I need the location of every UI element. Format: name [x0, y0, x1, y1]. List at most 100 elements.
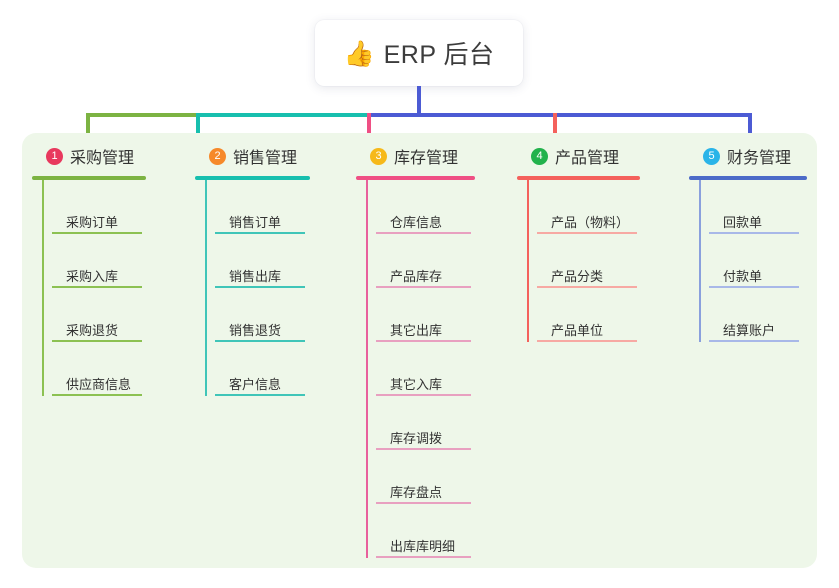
branch-header-1[interactable]: 1 采购管理 [32, 143, 146, 169]
branch-title-5: 财务管理 [727, 150, 792, 167]
branch-column-1: 1 采购管理 采购订单采购入库采购退货供应商信息 [32, 143, 146, 396]
content-panel [22, 133, 817, 568]
leaf-item-label: 采购入库 [66, 269, 119, 284]
leaf-item-label: 付款单 [723, 269, 763, 284]
branch-header-4[interactable]: 4 产品管理 [517, 143, 640, 169]
branch-stem-3 [366, 180, 368, 558]
leaf-item[interactable]: 产品库存 [366, 234, 475, 288]
leaf-item[interactable]: 销售订单 [205, 180, 310, 234]
connector-hbar-green [86, 113, 196, 117]
branch-rule-2 [195, 176, 310, 180]
leaf-item-rule [215, 286, 305, 288]
leaf-item[interactable]: 付款单 [699, 234, 807, 288]
root-node-title: ERP 后台 [383, 41, 495, 69]
leaf-item[interactable]: 采购订单 [42, 180, 146, 234]
leaf-item-rule [215, 340, 305, 342]
branch-title-1: 采购管理 [70, 150, 135, 167]
root-node-card[interactable]: 👍 ERP 后台 [315, 20, 523, 86]
branch-stem-5 [699, 180, 701, 342]
branch-items-4: 产品（物料） 产品分类产品单位 [517, 180, 640, 342]
leaf-item-label: 销售订单 [229, 215, 282, 230]
leaf-item-label: 其它入库 [390, 377, 443, 392]
leaf-item[interactable]: 采购入库 [42, 234, 146, 288]
leaf-item-label: 供应商信息 [66, 377, 132, 392]
leaf-item-rule [376, 232, 471, 234]
leaf-item-rule [376, 340, 471, 342]
branch-items-2: 销售订单销售出库销售退货客户信息 [195, 180, 310, 396]
leaf-item-label: 出库库明细 [390, 539, 456, 554]
leaf-item[interactable]: 结算账户 [699, 288, 807, 342]
leaf-item-rule [52, 340, 142, 342]
leaf-item-rule [52, 394, 142, 396]
leaf-item[interactable]: 采购退货 [42, 288, 146, 342]
leaf-item-label: 产品单位 [551, 323, 604, 338]
branch-title-2: 销售管理 [233, 150, 298, 167]
branch-stem-1 [42, 180, 44, 396]
leaf-item-label: 产品（物料） [551, 215, 630, 230]
leaf-item[interactable]: 产品（物料） [527, 180, 640, 234]
leaf-item[interactable]: 其它出库 [366, 288, 475, 342]
branch-rule-4 [517, 176, 640, 180]
branch-column-4: 4 产品管理 产品（物料） 产品分类产品单位 [517, 143, 640, 342]
connector-hbar-blue [367, 113, 752, 117]
leaf-item-label: 库存盘点 [390, 485, 443, 500]
leaf-item-rule [709, 232, 799, 234]
branch-items-3: 仓库信息产品库存其它出库其它入库库存调拨库存盘点出库库明细 [356, 180, 475, 558]
leaf-item[interactable]: 其它入库 [366, 342, 475, 396]
connector-hbar-teal [196, 113, 367, 117]
leaf-item-rule [376, 556, 471, 558]
leaf-item[interactable]: 库存调拨 [366, 396, 475, 450]
leaf-item-label: 库存调拨 [390, 431, 443, 446]
leaf-item[interactable]: 产品单位 [527, 288, 640, 342]
leaf-item-label: 产品库存 [390, 269, 443, 284]
leaf-item[interactable]: 销售退货 [205, 288, 310, 342]
leaf-item-rule [215, 394, 305, 396]
leaf-item[interactable]: 仓库信息 [366, 180, 475, 234]
leaf-item[interactable]: 库存盘点 [366, 450, 475, 504]
branch-badge-4: 4 [531, 147, 548, 165]
leaf-item[interactable]: 出库库明细 [366, 504, 475, 558]
branch-stem-2 [205, 180, 207, 396]
branch-items-1: 采购订单采购入库采购退货供应商信息 [32, 180, 146, 396]
leaf-item-label: 采购订单 [66, 215, 119, 230]
leaf-item-rule [52, 286, 142, 288]
leaf-item[interactable]: 回款单 [699, 180, 807, 234]
branch-badge-2: 2 [209, 147, 226, 165]
leaf-item-label: 回款单 [723, 215, 763, 230]
branch-badge-3: 3 [370, 147, 387, 165]
leaf-item[interactable]: 供应商信息 [42, 342, 146, 396]
leaf-item-label: 产品分类 [551, 269, 604, 284]
leaf-item-rule [537, 340, 637, 342]
leaf-item[interactable]: 产品分类 [527, 234, 640, 288]
branch-title-3: 库存管理 [394, 150, 459, 167]
leaf-item[interactable]: 销售出库 [205, 234, 310, 288]
branch-column-3: 3 库存管理 仓库信息产品库存其它出库其它入库库存调拨库存盘点出库库明细 [356, 143, 475, 558]
branch-column-5: 5 财务管理 回款单付款单结算账户 [689, 143, 807, 342]
leaf-item-rule [709, 286, 799, 288]
leaf-item-label: 其它出库 [390, 323, 443, 338]
branch-stem-4 [527, 180, 529, 342]
leaf-item-label: 客户信息 [229, 377, 282, 392]
leaf-item-label: 采购退货 [66, 323, 119, 338]
leaf-item-rule [376, 286, 471, 288]
branch-badge-1: 1 [46, 147, 63, 165]
branch-header-3[interactable]: 3 库存管理 [356, 143, 475, 169]
leaf-item-rule [709, 340, 799, 342]
connector-trunk [417, 86, 421, 115]
branch-badge-5: 5 [703, 147, 720, 165]
leaf-item[interactable]: 客户信息 [205, 342, 310, 396]
branch-header-5[interactable]: 5 财务管理 [689, 143, 807, 169]
branch-items-5: 回款单付款单结算账户 [689, 180, 807, 342]
leaf-item-rule [376, 448, 471, 450]
leaf-item-rule [376, 502, 471, 504]
leaf-item-rule [52, 232, 142, 234]
branch-header-2[interactable]: 2 销售管理 [195, 143, 310, 169]
leaf-item-label: 销售退货 [229, 323, 282, 338]
branch-rule-1 [32, 176, 146, 180]
leaf-item-rule [376, 394, 471, 396]
leaf-item-rule [537, 286, 637, 288]
branch-title-4: 产品管理 [555, 150, 620, 167]
thumbs-up-icon: 👍 [343, 39, 375, 68]
leaf-item-rule [215, 232, 305, 234]
